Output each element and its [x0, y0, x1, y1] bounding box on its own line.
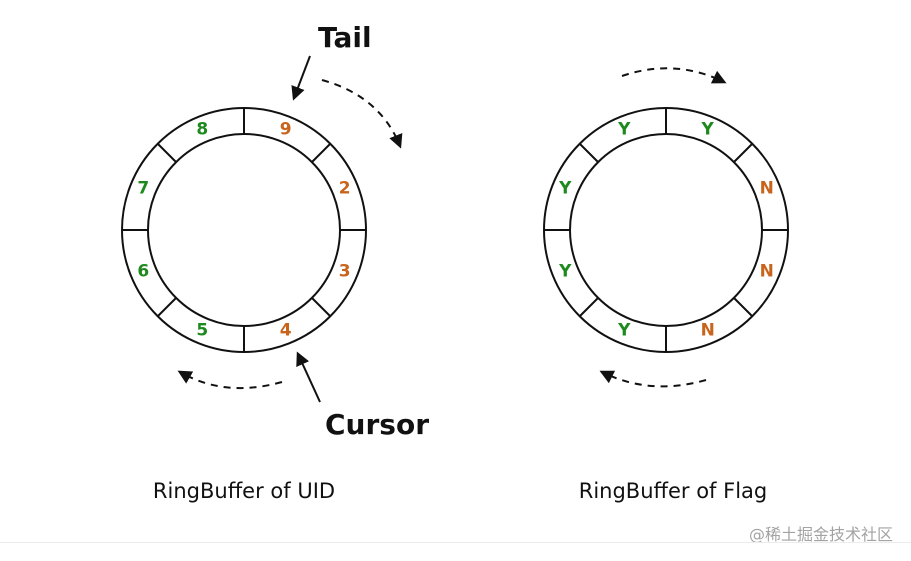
- uid-ring-slot-label: 3: [339, 262, 351, 282]
- uid-ring-divider: [157, 143, 177, 163]
- flag-ring-slot-label: N: [701, 321, 715, 341]
- uid-ring-divider: [157, 297, 177, 317]
- flag-ring: Y N N N Y Y Y Y: [543, 107, 789, 353]
- uid-ring-inner: [147, 133, 341, 327]
- uid-ring-slot-label: 6: [137, 262, 149, 282]
- uid-ring-slot-label: 7: [137, 178, 149, 198]
- uid-ring-slot-label: 5: [196, 321, 208, 341]
- flag-ring-divider: [733, 297, 753, 317]
- flag-ring-slot-label: Y: [558, 262, 572, 282]
- flag-ring-divider: [579, 143, 599, 163]
- uid-ring-divider: [311, 297, 331, 317]
- flag-ring-divider: [579, 297, 599, 317]
- cursor-pointer-arrow-icon: [296, 351, 321, 403]
- uid-ring-caption: RingBuffer of UID: [153, 479, 335, 503]
- flag-ring-caption: RingBuffer of Flag: [579, 479, 768, 503]
- uid-ring: 9 2 3 4 5 6 7 8: [121, 107, 367, 353]
- tail-label: Tail: [318, 21, 372, 54]
- flag-ring-dividers: [544, 108, 788, 352]
- flag-ring-slot-label: Y: [558, 178, 572, 198]
- flag-ring-slot-label: Y: [701, 119, 715, 139]
- watermark: @稀土掘金技术社区: [749, 525, 893, 544]
- flag-bottom-dashed-curved-arrow-icon: [599, 370, 707, 388]
- uid-ring-slot-label: 8: [196, 119, 208, 139]
- uid-ring-divider: [311, 143, 331, 163]
- flag-ring-slots: Y N N N Y Y Y Y: [558, 119, 774, 340]
- tail-pointer-arrow-icon: [291, 55, 311, 101]
- uid-ring-slot-label: 9: [280, 119, 292, 139]
- flag-ring-slot-label: N: [760, 262, 774, 282]
- uid-top-dashed-curved-arrow-icon: [321, 79, 403, 149]
- cursor-label: Cursor: [325, 408, 429, 441]
- uid-ring-dividers: [122, 108, 366, 352]
- uid-ring-slots: 9 2 3 4 5 6 7 8: [137, 119, 350, 340]
- flag-ring-slot-label: N: [760, 178, 774, 198]
- flag-ring-slot-label: Y: [617, 119, 631, 139]
- uid-ring-slot-label: 2: [339, 178, 351, 198]
- flag-ring-inner: [569, 133, 763, 327]
- flag-ring-slot-label: Y: [617, 321, 631, 341]
- bottom-divider: [0, 542, 911, 543]
- flag-ring-divider: [733, 143, 753, 163]
- uid-bottom-dashed-curved-arrow-icon: [177, 370, 283, 390]
- uid-ring-slot-label: 4: [280, 321, 292, 341]
- flag-top-dashed-curved-arrow-icon: [621, 67, 727, 84]
